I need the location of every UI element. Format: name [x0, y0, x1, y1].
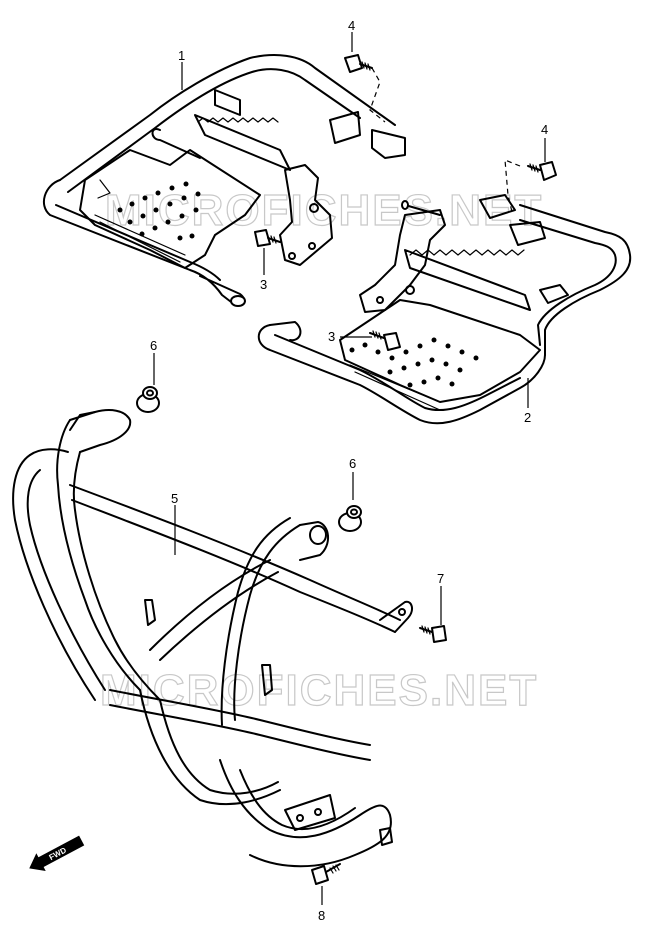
callout-2: 2 [524, 410, 531, 425]
bolt-8 [311, 863, 341, 885]
left-deck-holes [117, 181, 201, 241]
right-deck-holes [349, 337, 479, 388]
callout-1: 1 [178, 48, 185, 63]
callout-6-left: 6 [150, 338, 157, 353]
callout-4-top: 4 [348, 18, 355, 33]
callout-3-left: 3 [260, 277, 267, 292]
part-1-left-footrest [42, 54, 406, 307]
callout-6-right: 6 [349, 456, 356, 471]
grommet-6-right [338, 505, 362, 532]
bolt-7 [419, 625, 447, 643]
assembly-line-4-top [369, 67, 386, 123]
bolt-4-right [527, 161, 557, 181]
callout-8: 8 [318, 908, 325, 923]
watermark-top: MICROFICHES.NET [105, 186, 543, 235]
callout-5: 5 [171, 491, 178, 506]
fwd-arrow-icon: FWD [29, 835, 85, 871]
bolt-3-left [254, 229, 281, 247]
part-5-front-guard [12, 409, 413, 868]
callout-7: 7 [437, 571, 444, 586]
grommet-6-left [136, 386, 160, 413]
bolt-4-top [344, 54, 373, 73]
callout-4-right: 4 [541, 122, 548, 137]
callout-3-right: 3 [328, 329, 335, 344]
leader-lines [153, 32, 546, 905]
part-2-right-footrest [257, 194, 632, 425]
bolt-3-right [369, 330, 401, 351]
watermark-bottom: MICROFICHES.NET [100, 666, 538, 715]
